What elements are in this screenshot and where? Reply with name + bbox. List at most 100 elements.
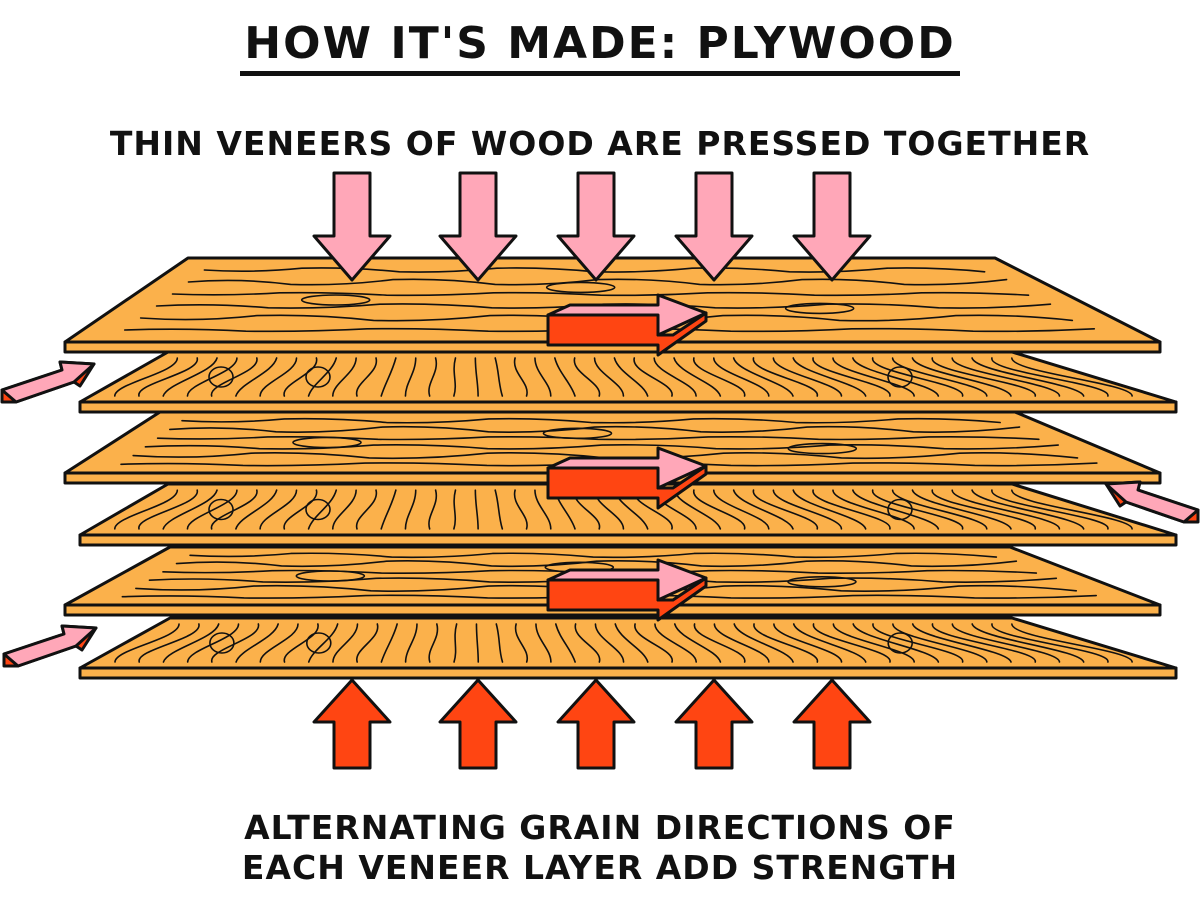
wood-knot (787, 575, 857, 588)
grain-line (331, 357, 357, 397)
grain-line (428, 489, 438, 530)
press-up-arrow (312, 678, 392, 770)
grain-line (356, 489, 377, 530)
grain-line (513, 357, 528, 397)
grain-line (428, 357, 438, 397)
grain-line (951, 489, 1061, 530)
wood-knot (209, 632, 235, 654)
grain-line (380, 357, 397, 397)
grain-line (259, 357, 298, 397)
press-down-arrow (792, 171, 872, 282)
grain-line (1011, 623, 1133, 663)
grain-line (210, 357, 258, 397)
grain-line (772, 489, 843, 530)
grain-line (171, 291, 1030, 297)
grain-line (356, 623, 379, 663)
grain-line (307, 489, 338, 530)
grain-line (832, 357, 915, 397)
arrow-top (546, 558, 708, 602)
wood-knot (787, 442, 858, 455)
grain-line (852, 623, 940, 663)
cross-grain (113, 357, 1133, 397)
grain-line (732, 357, 794, 397)
grain-arrows (546, 293, 708, 622)
grain-line (156, 435, 1040, 441)
wood-knot (300, 294, 371, 306)
grain-line (991, 623, 1109, 663)
long-grain (121, 552, 1098, 599)
grain-line (169, 425, 1021, 433)
veneer-layer (63, 256, 1162, 354)
grain-line (554, 623, 576, 663)
grain-line (773, 623, 843, 663)
grain-line (474, 357, 479, 397)
grain-line (113, 489, 179, 530)
grain-line (1011, 357, 1133, 397)
veneer-front-edge (78, 400, 1178, 414)
grain-direction-arrow (546, 558, 708, 622)
bottom-caption-line-2: EACH VENEER LAYER ADD STRENGTH (241, 848, 959, 887)
press-up-arrow (556, 678, 636, 770)
wood-knot (295, 570, 366, 582)
grain-line (534, 489, 552, 530)
grain-line (574, 623, 601, 663)
grain-line (872, 623, 964, 663)
arrow-top (546, 293, 708, 337)
grain-line (812, 489, 891, 530)
grain-line (852, 489, 940, 530)
arrow-top (1104, 480, 1200, 524)
wood-knot (887, 498, 913, 521)
grain-line (931, 489, 1037, 530)
press-up-arrow (438, 678, 518, 770)
grain-line (1011, 489, 1133, 530)
grain-line (871, 489, 964, 530)
grain-line (792, 489, 867, 530)
grain-line (535, 623, 552, 663)
veneer-layer (63, 545, 1162, 617)
veneer-front-edge (63, 340, 1162, 354)
cross-grain-arrows (0, 360, 1200, 668)
grain-line (991, 357, 1109, 397)
grain-line (235, 489, 278, 530)
wood-knot (305, 632, 332, 654)
grain-line (951, 357, 1061, 397)
grain-line (732, 489, 794, 530)
grain-line (428, 623, 439, 663)
grain-line (812, 357, 891, 397)
grain-line (380, 623, 398, 663)
grain-line (494, 489, 504, 530)
veneer-layer (78, 616, 1178, 680)
grain-line (753, 623, 819, 663)
grain-line (971, 489, 1085, 530)
grain-line (138, 623, 200, 663)
grain-line (911, 357, 1012, 397)
wood-knot (292, 436, 362, 449)
grain-line (693, 623, 746, 663)
arrow-top (0, 360, 96, 404)
wood-knot (208, 366, 234, 388)
grain-line (211, 623, 260, 663)
grain-line (573, 357, 601, 397)
grain-line (181, 417, 1001, 424)
press-down-arrow (674, 171, 754, 282)
grain-line (235, 623, 279, 663)
grain-line (404, 489, 417, 530)
grain-line (162, 357, 218, 397)
grain-line (971, 357, 1085, 397)
grain-line (832, 623, 915, 663)
diagram-title: HOW IT'S MADE: PLYWOOD (0, 18, 1200, 76)
top-caption: THIN VENEERS OF WOOD ARE PRESSED TOGETHE… (109, 124, 1091, 163)
grain-line (283, 357, 318, 397)
press-up-arrow (674, 678, 754, 770)
grain-line (991, 489, 1109, 530)
grain-line (712, 357, 770, 397)
press-up-arrow (792, 678, 872, 770)
grain-line (186, 623, 240, 663)
grain-line (634, 623, 673, 663)
grain-line (514, 623, 529, 663)
grain-line (331, 489, 357, 530)
bottom-caption: ALTERNATING GRAIN DIRECTIONS OF EACH VEN… (0, 808, 1200, 888)
wood-knot (305, 366, 331, 388)
grain-line (235, 357, 278, 397)
